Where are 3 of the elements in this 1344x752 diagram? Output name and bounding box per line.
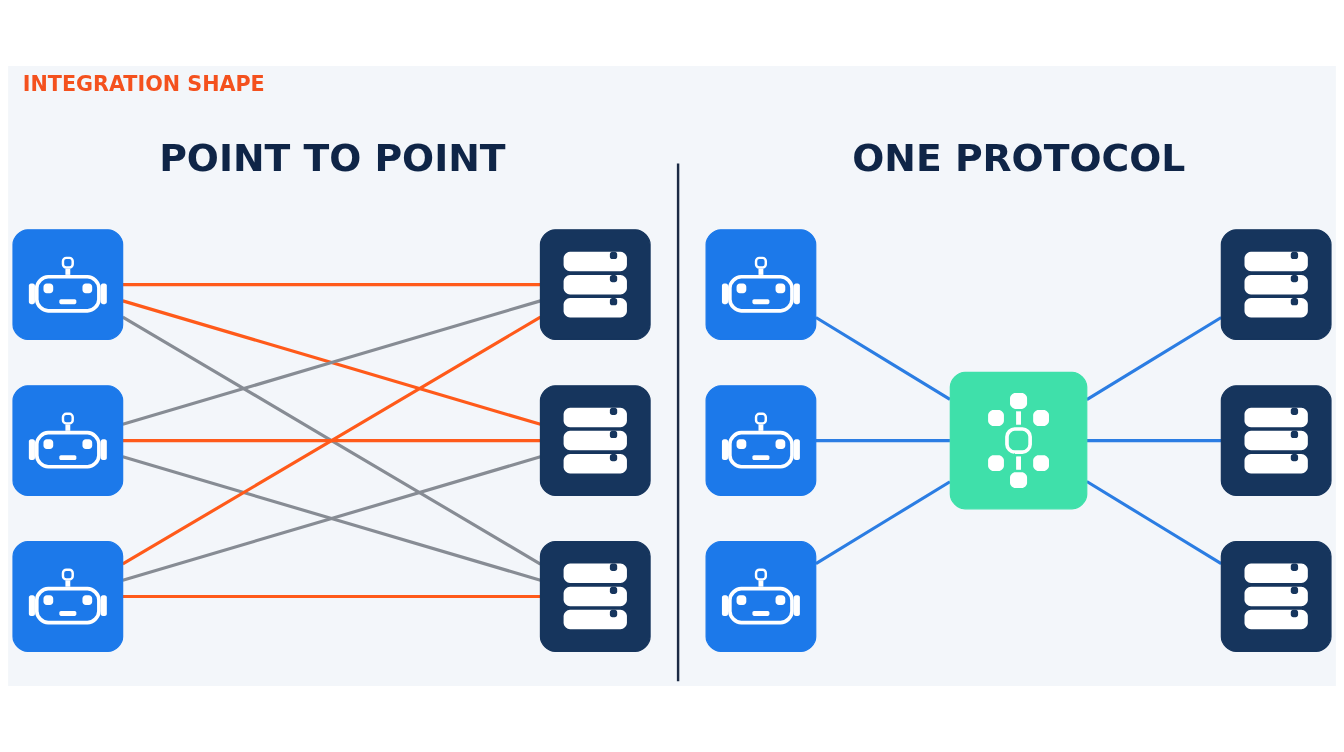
label: ONE PROTOCOL (852, 136, 1186, 181)
diagram-title: INTEGRATION SHAPE (22, 72, 265, 97)
label: POINT TO POINT (159, 136, 506, 181)
